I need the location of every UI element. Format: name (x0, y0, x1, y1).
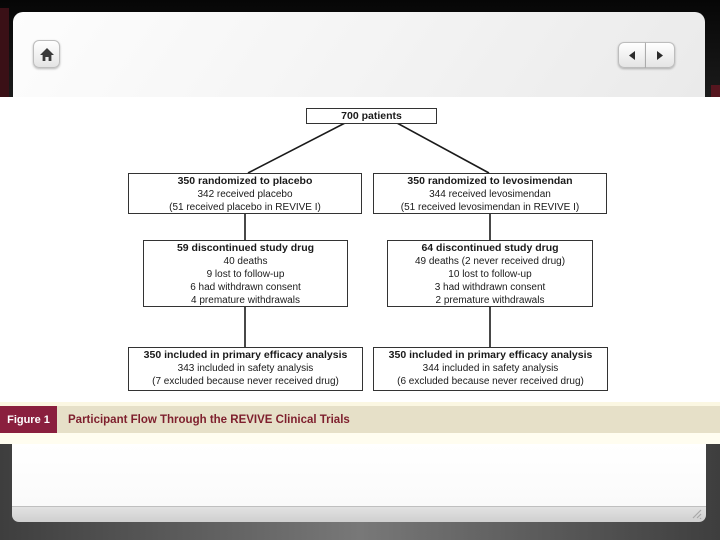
left-arrow-icon (629, 50, 635, 60)
flow-node-levosimendan-discontinued: 64 discontinued study drug 49 deaths (2 … (387, 240, 593, 307)
flow-node-total: 700 patients (306, 108, 437, 124)
flow-node-line: 9 lost to follow-up (206, 269, 285, 280)
flow-node-line: (7 excluded because never received drug) (152, 376, 339, 387)
next-slide-button[interactable] (646, 42, 675, 68)
figure-caption-title: Participant Flow Through the REVIVE Clin… (68, 413, 350, 426)
flow-node-line: (6 excluded because never received drug) (397, 376, 584, 387)
flow-node-levosimendan-analysis: 350 included in primary efficacy analysi… (373, 347, 608, 391)
flow-node-title: 350 randomized to levosimendan (407, 175, 573, 187)
flow-node-line: 343 included in safety analysis (177, 363, 314, 374)
flow-node-levosimendan-randomized: 350 randomized to levosimendan 344 recei… (373, 173, 607, 214)
flow-node-line: (51 received levosimendan in REVIVE I) (400, 202, 580, 213)
flow-node-placebo-discontinued: 59 discontinued study drug 40 deaths 9 l… (143, 240, 348, 307)
flow-node-line: 342 received placebo (197, 189, 293, 200)
slide-lower-blank-area (12, 444, 706, 506)
right-arrow-icon (657, 50, 663, 60)
flow-node-placebo-analysis: 350 included in primary efficacy analysi… (128, 347, 363, 391)
flowchart-connectors (244, 122, 491, 347)
flow-node-line: 4 premature withdrawals (191, 295, 300, 306)
figure-caption-bar: Figure 1 Participant Flow Through the RE… (0, 406, 720, 433)
top-bar (0, 0, 720, 97)
caption-strip-bottom (0, 433, 720, 444)
flow-node-title: 350 included in primary efficacy analysi… (388, 349, 593, 361)
flow-node-line: 6 had withdrawn consent (190, 282, 301, 293)
flow-node-title: 350 included in primary efficacy analysi… (143, 349, 348, 361)
status-bar (12, 506, 706, 522)
window-background (0, 444, 720, 540)
home-icon (39, 47, 54, 61)
previous-slide-button[interactable] (618, 42, 646, 68)
flow-node-line: 10 lost to follow-up (448, 269, 532, 280)
flow-node-title: 59 discontinued study drug (176, 242, 315, 254)
toolbar (13, 12, 705, 97)
flow-node-line: (51 received placebo in REVIVE I) (169, 202, 321, 213)
resize-grip-icon[interactable] (691, 508, 702, 519)
slide-canvas: 700 patients 350 randomized to placebo 3… (0, 97, 720, 402)
accent-stripe-right (711, 85, 720, 97)
flow-node-line: 344 included in safety analysis (422, 363, 559, 374)
flow-node-line: 3 had withdrawn consent (434, 282, 546, 293)
flow-node-line: 2 premature withdrawals (435, 295, 545, 306)
flow-node-placebo-randomized: 350 randomized to placebo 342 received p… (128, 173, 362, 214)
flow-node-title: 350 randomized to placebo (177, 175, 313, 187)
flow-node-line: 344 received levosimendan (429, 189, 551, 200)
flow-node-title: 700 patients (341, 110, 402, 122)
flow-node-line: 40 deaths (223, 256, 268, 267)
flow-node-line: 49 deaths (2 never received drug) (414, 256, 566, 267)
flow-node-title: 64 discontinued study drug (421, 242, 559, 254)
figure-number-label: Figure 1 (0, 406, 57, 433)
accent-stripe-left (0, 8, 9, 97)
home-button[interactable] (33, 40, 60, 68)
caption-strip-top (0, 402, 720, 406)
